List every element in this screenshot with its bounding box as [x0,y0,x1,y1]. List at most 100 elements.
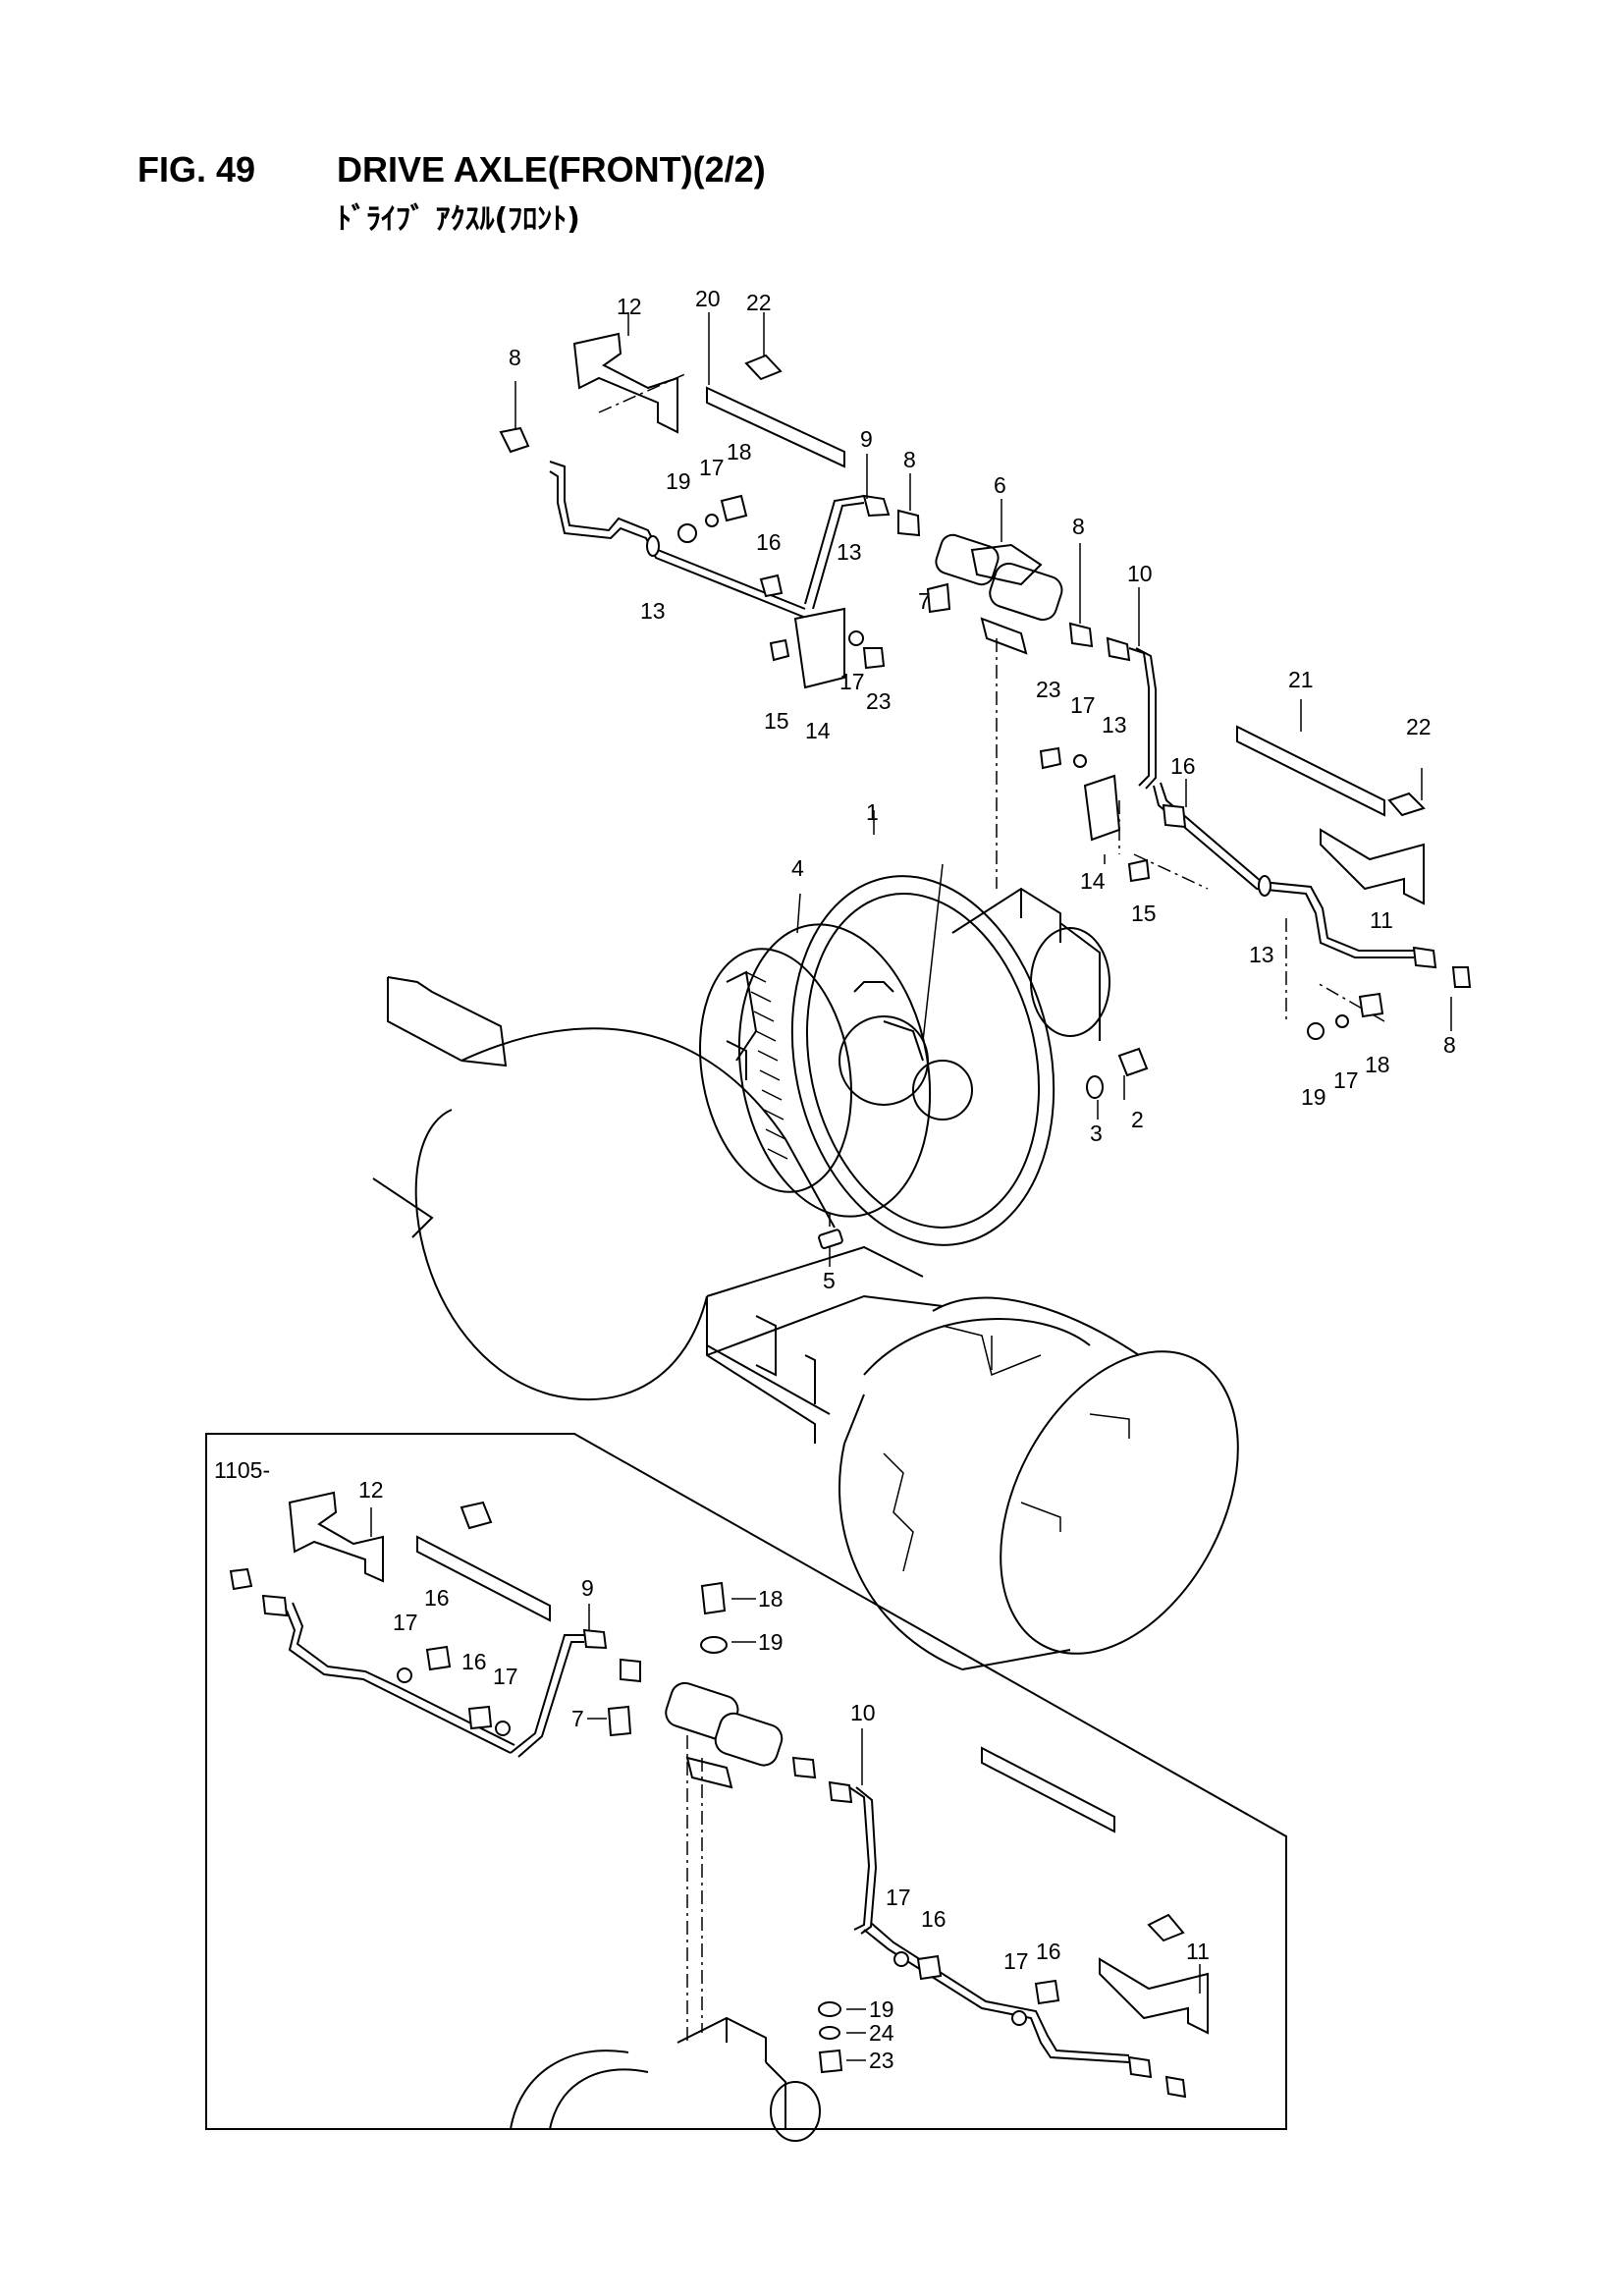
callout-19: 19 [1301,1084,1326,1110]
callout-21: 21 [1288,667,1314,692]
bracket-12 [572,332,678,434]
callout-8: 8 [903,447,916,472]
inset-fitting-9 [582,1628,608,1650]
bracket-14 [793,607,845,689]
inset-nut-23 [818,2049,843,2074]
bolt-22-top [744,354,783,381]
callout-13: 13 [1249,942,1274,967]
washer-17-right-b [1335,1014,1349,1028]
pin-5 [818,1229,843,1249]
inset-washer-17b [495,1721,511,1736]
callout-19: 19 [666,468,691,494]
inset-callout-7: 7 [571,1706,584,1731]
inset-bracket [416,1535,551,1622]
inset-callout-17: 17 [493,1664,518,1689]
callout-23: 23 [1036,677,1061,702]
bracket-21 [1236,725,1385,817]
inset-callout-11: 11 [1186,1939,1210,1964]
callout-12: 12 [617,294,642,319]
callout-15: 15 [764,708,789,734]
inset-fitting [229,1567,253,1591]
assembly-lines [598,372,1385,2043]
fitting-9 [862,494,891,518]
callout-7: 7 [918,588,931,614]
washer-19 [677,523,697,543]
callout-9: 9 [860,426,873,452]
inset-callout-17: 17 [393,1610,418,1635]
bolt-22-right [1387,792,1426,817]
washer-17 [705,514,719,527]
washer-17b [848,630,864,646]
nut-23-right [1039,746,1062,770]
inset-callout-9: 9 [581,1575,594,1601]
fitting-8-right [1068,622,1094,648]
callout-15: 15 [1131,901,1157,926]
inset-fitting-f [1164,2075,1187,2099]
inset-callout-17: 17 [1003,1948,1029,1974]
inset-pipe-assembly [229,1491,1209,2142]
callout-13: 13 [1102,712,1127,738]
bolt-16-right [1162,803,1187,829]
inset-bolt [460,1501,493,1530]
bracket-14-right [1083,774,1121,842]
bracket-20 [706,386,845,468]
washer-17-right [1073,754,1087,768]
inset-callout-17: 17 [886,1885,911,1910]
inset-washer-17d [1011,2010,1027,2026]
fitting-10 [1106,636,1131,662]
inset-callout-12: 12 [358,1477,384,1503]
callout-13: 13 [640,598,666,624]
inset-callout-23: 23 [869,2048,894,2073]
callout-18: 18 [1365,1052,1390,1077]
axle-housing [372,976,1239,1670]
callout-5: 5 [823,1268,836,1293]
callout-labels-main: 12 20 22 8 9 8 6 18 17 19 16 13 13 7 8 1… [509,286,1456,1293]
callout-8: 8 [509,345,521,370]
inset-bolt-7 [607,1705,632,1737]
pipe-clamp-right [1258,875,1271,897]
callout-labels-inset: 1105- 12 9 16 17 16 17 18 19 7 10 17 16 … [214,1457,1210,2073]
fitting-8-far [1412,946,1437,969]
inset-bolt-16b [467,1705,493,1730]
bolt-7 [926,582,951,614]
callout-23: 23 [866,688,892,714]
differential-carrier [699,875,1110,1246]
inset-callout-19: 19 [758,1629,784,1655]
inset-fitting-e [1127,2055,1153,2079]
inset-callout-16: 16 [461,1649,487,1674]
inset-bracket-11 [1099,1957,1209,2035]
inset-callout-16: 16 [921,1906,947,1932]
callout-20: 20 [695,286,721,311]
inset-washer-19b [818,2001,841,2017]
inset-fitting-c [620,1658,641,1683]
fitting-8-left [499,426,530,454]
callout-18: 18 [727,439,752,465]
figure-subtitle: ﾄﾞﾗｲﾌﾞ ｱｸｽﾙ(ﾌﾛﾝﾄ) [337,202,580,237]
fitting-8-end [1451,966,1472,988]
inset-bracket-12 [288,1491,384,1583]
inset-fitting-d [791,1756,817,1779]
nut-23 [862,647,886,670]
bolt-18-right [1358,992,1384,1018]
inset-bolt-16d [1034,1979,1060,2005]
callout-14: 14 [1080,868,1106,894]
callout-14: 14 [805,718,831,743]
callout-4: 4 [791,855,804,881]
inset-callout-24: 24 [869,2020,894,2046]
callout-8: 8 [1443,1032,1456,1058]
callout-6: 6 [994,472,1006,498]
callout-16: 16 [1170,753,1196,779]
valve-6 [935,533,1000,586]
callout-10: 10 [1127,561,1153,586]
callout-1: 1 [866,799,879,825]
callout-17: 17 [1333,1067,1359,1093]
callout-11: 11 [1370,907,1393,933]
washer-19-right [1307,1022,1325,1040]
callout-3: 3 [1090,1121,1103,1146]
inset-callout-16: 16 [1036,1939,1061,1964]
inset-callout-16: 16 [424,1585,450,1611]
main-pipe-assembly [499,332,1472,1249]
callout-22: 22 [746,290,772,315]
inset-fitting-b [261,1594,289,1617]
